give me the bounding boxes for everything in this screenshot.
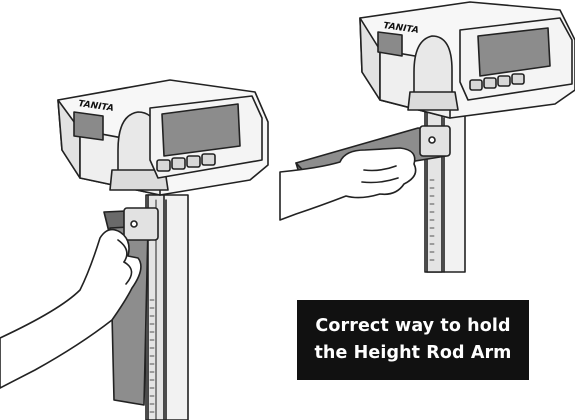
caption-line-1: Correct way to hold — [315, 313, 510, 340]
left-display-screen — [162, 104, 240, 156]
left-logo-pad — [74, 112, 103, 140]
right-logo-pad — [378, 32, 402, 56]
caption-box: Correct way to hold the Height Rod Arm — [297, 300, 529, 380]
right-head-unit — [360, 2, 575, 118]
right-hand-icon — [280, 148, 416, 220]
left-head-unit — [58, 80, 268, 195]
caption-line-2: the Height Rod Arm — [314, 340, 511, 367]
left-scale-unit — [0, 80, 268, 420]
right-scale-unit — [280, 2, 575, 272]
